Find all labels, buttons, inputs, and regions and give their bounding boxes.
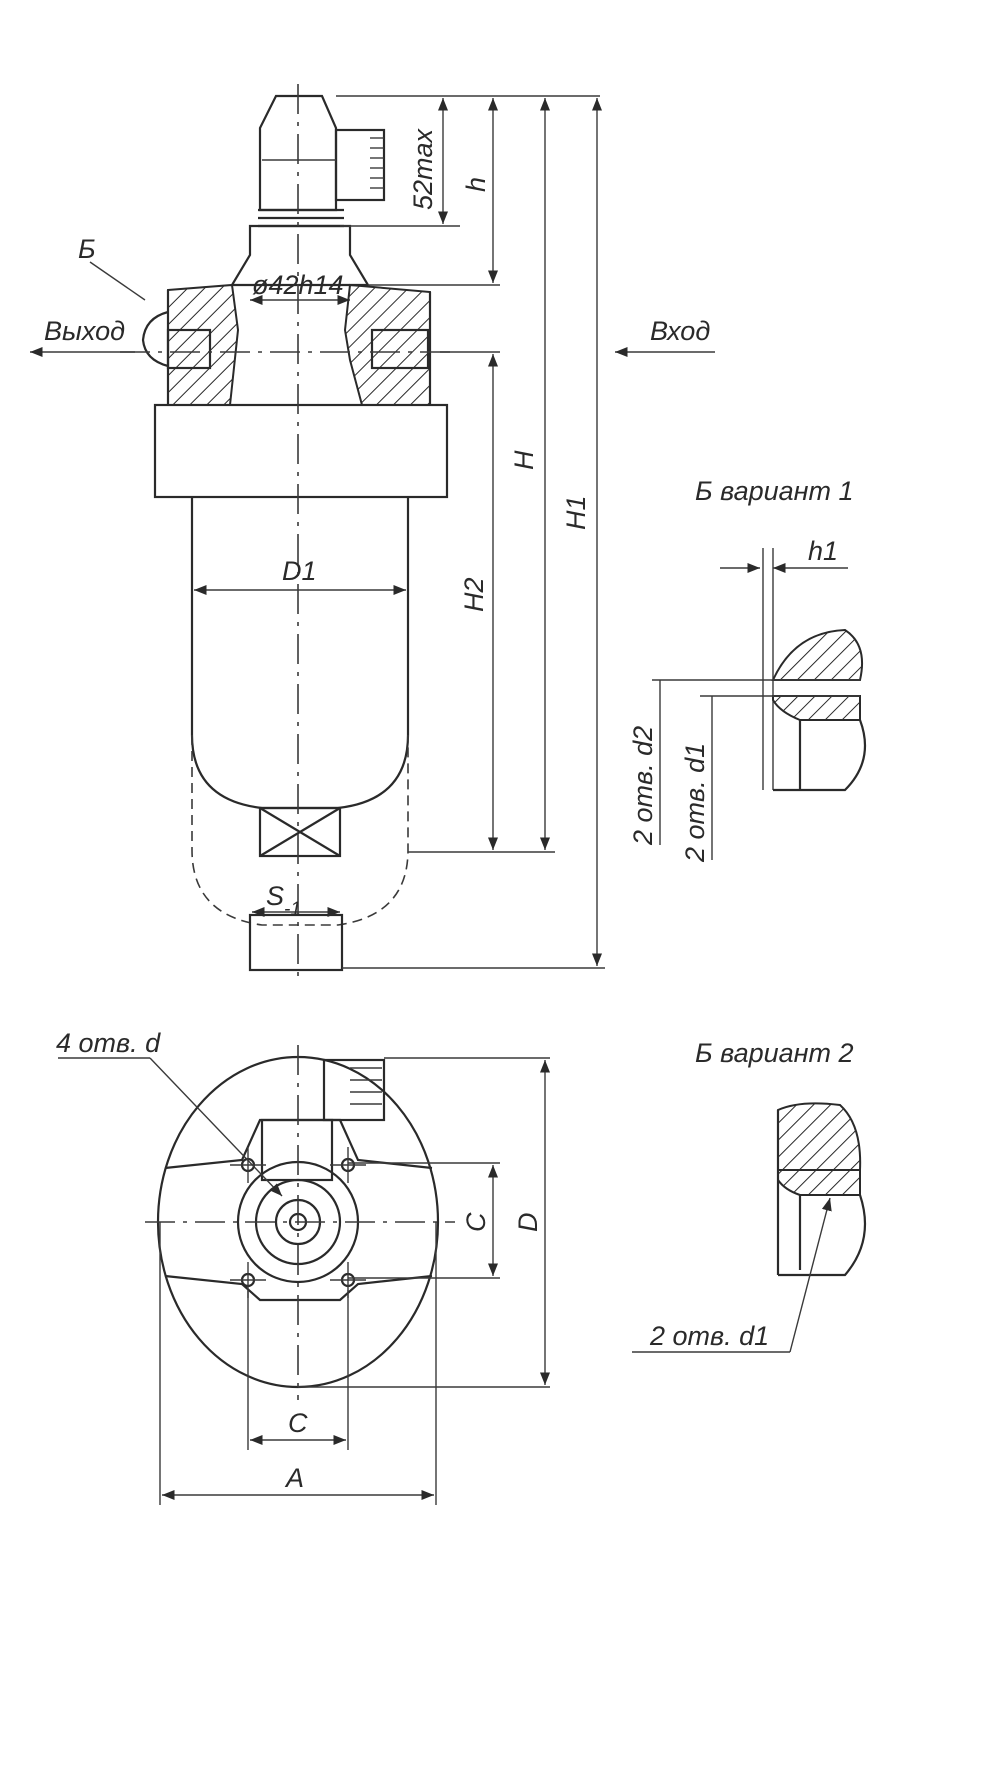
holes-4d-label: 4 отв. d (56, 1028, 161, 1058)
dim-52max-label: 52max (408, 127, 438, 210)
variant-2-title: Б вариант 2 (695, 1038, 854, 1068)
detail-variant-2: Б вариант 2 2 отв. d1 (632, 1038, 867, 1353)
dim-H-label: H (509, 450, 539, 470)
dim-H2-label: H2 (459, 577, 489, 612)
dim-D-label: D (513, 1213, 543, 1233)
holes-d1-variant-1-label: 2 отв. d1 (680, 743, 710, 863)
dim-h1-label: h1 (808, 536, 838, 566)
filter-bowl (190, 497, 410, 972)
top-connector (258, 94, 386, 228)
holes-d1-variant-2-label: 2 отв. d1 (649, 1321, 769, 1351)
detail-variant-1: Б вариант 1 h1 2 отв. d2 2 отв. d1 (628, 476, 867, 863)
holes-d2-label: 2 отв. d2 (628, 726, 658, 846)
dim-C-horizontal-label: C (288, 1408, 308, 1438)
dim-D1-label: D1 (282, 556, 317, 586)
dim-h-label: h (461, 177, 491, 192)
inlet-label: Вход (650, 316, 710, 346)
top-view (58, 1045, 551, 1505)
front-view (30, 84, 715, 980)
dim-S-label: S (266, 881, 284, 911)
svg-text:S-1: S-1 (266, 881, 301, 920)
dim-A-label: A (284, 1463, 304, 1493)
outlet-label: Выход (44, 316, 125, 346)
dim-C-vertical-label: C (461, 1212, 491, 1232)
detail-b-label: Б (78, 234, 96, 264)
thread-diameter-label: ø42h14 (252, 270, 344, 300)
dim-S-tolerance: -1 (284, 899, 301, 920)
filter-head (141, 283, 449, 499)
variant-1-title: Б вариант 1 (695, 476, 854, 506)
dim-H1-label: H1 (561, 495, 591, 530)
